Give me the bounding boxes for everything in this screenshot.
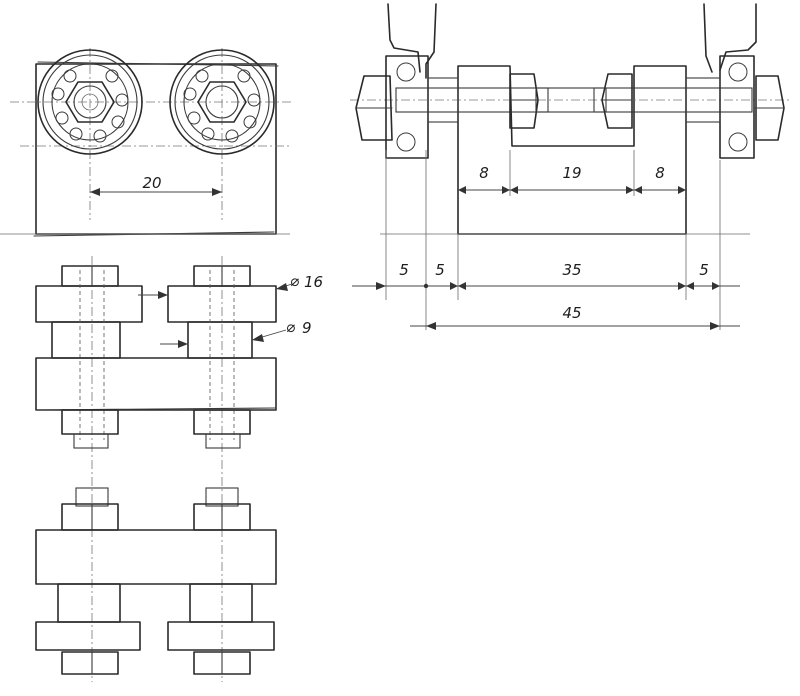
- base-plate: [35, 357, 277, 411]
- bearing-flange: [35, 621, 141, 651]
- hex-nut-icon: [65, 81, 115, 123]
- dimension-shank-diameter: ⌀ 9: [160, 318, 312, 348]
- inner-nut-left: [509, 73, 549, 129]
- dimension-label: 19: [562, 164, 581, 182]
- dimension-bolt-spacing: 20: [90, 174, 222, 196]
- dimension-label: 45: [562, 304, 581, 322]
- bearing-flange: [167, 621, 275, 651]
- side-plate-outline: [457, 65, 687, 235]
- dimension-row-flanges: 8 19 8: [458, 164, 686, 194]
- bearing-block-right: [685, 55, 785, 159]
- dimension-label: 8: [479, 164, 489, 182]
- bearing-block-left: [355, 55, 459, 159]
- dimension-label: 5: [699, 261, 709, 279]
- bearing-right: [169, 49, 275, 155]
- base-plate: [35, 529, 277, 585]
- dimension-overall: 45: [410, 304, 740, 330]
- hex-nut-icon: [61, 503, 119, 531]
- bearing-left: [37, 49, 143, 155]
- dimension-label: 8: [655, 164, 665, 182]
- dimension-label: 5: [399, 261, 409, 279]
- dimension-label: 16: [304, 273, 323, 291]
- diameter-symbol: ⌀: [290, 272, 299, 290]
- dimension-label: 9: [302, 319, 312, 337]
- side-view: 8 19 8 5 5 35 5 45: [350, 3, 790, 330]
- hex-nut-icon: [601, 73, 633, 129]
- diameter-symbol: ⌀: [286, 318, 295, 336]
- inner-nut-right: [593, 73, 633, 129]
- dimension-label: 20: [142, 174, 161, 192]
- hex-nut-icon: [755, 75, 785, 141]
- dimension-row-segments: 5 5 35 5: [352, 261, 740, 290]
- dimension-head-diameter: ⌀ 16: [138, 272, 323, 299]
- hex-nut-icon: [355, 75, 393, 141]
- hex-nut-icon: [509, 73, 539, 129]
- hex-nut-icon: [61, 265, 119, 287]
- hex-nut-icon: [197, 81, 247, 123]
- front-view: 20: [0, 48, 292, 237]
- dimension-label: 35: [562, 261, 581, 279]
- hex-nut-icon: [61, 651, 119, 675]
- hex-nut-icon: [61, 409, 119, 435]
- front-view-body-outline: [35, 63, 277, 235]
- bearing-flange: [35, 285, 143, 323]
- plan-view: ⌀ 16 ⌀ 9: [35, 256, 323, 682]
- dimension-label: 5: [435, 261, 445, 279]
